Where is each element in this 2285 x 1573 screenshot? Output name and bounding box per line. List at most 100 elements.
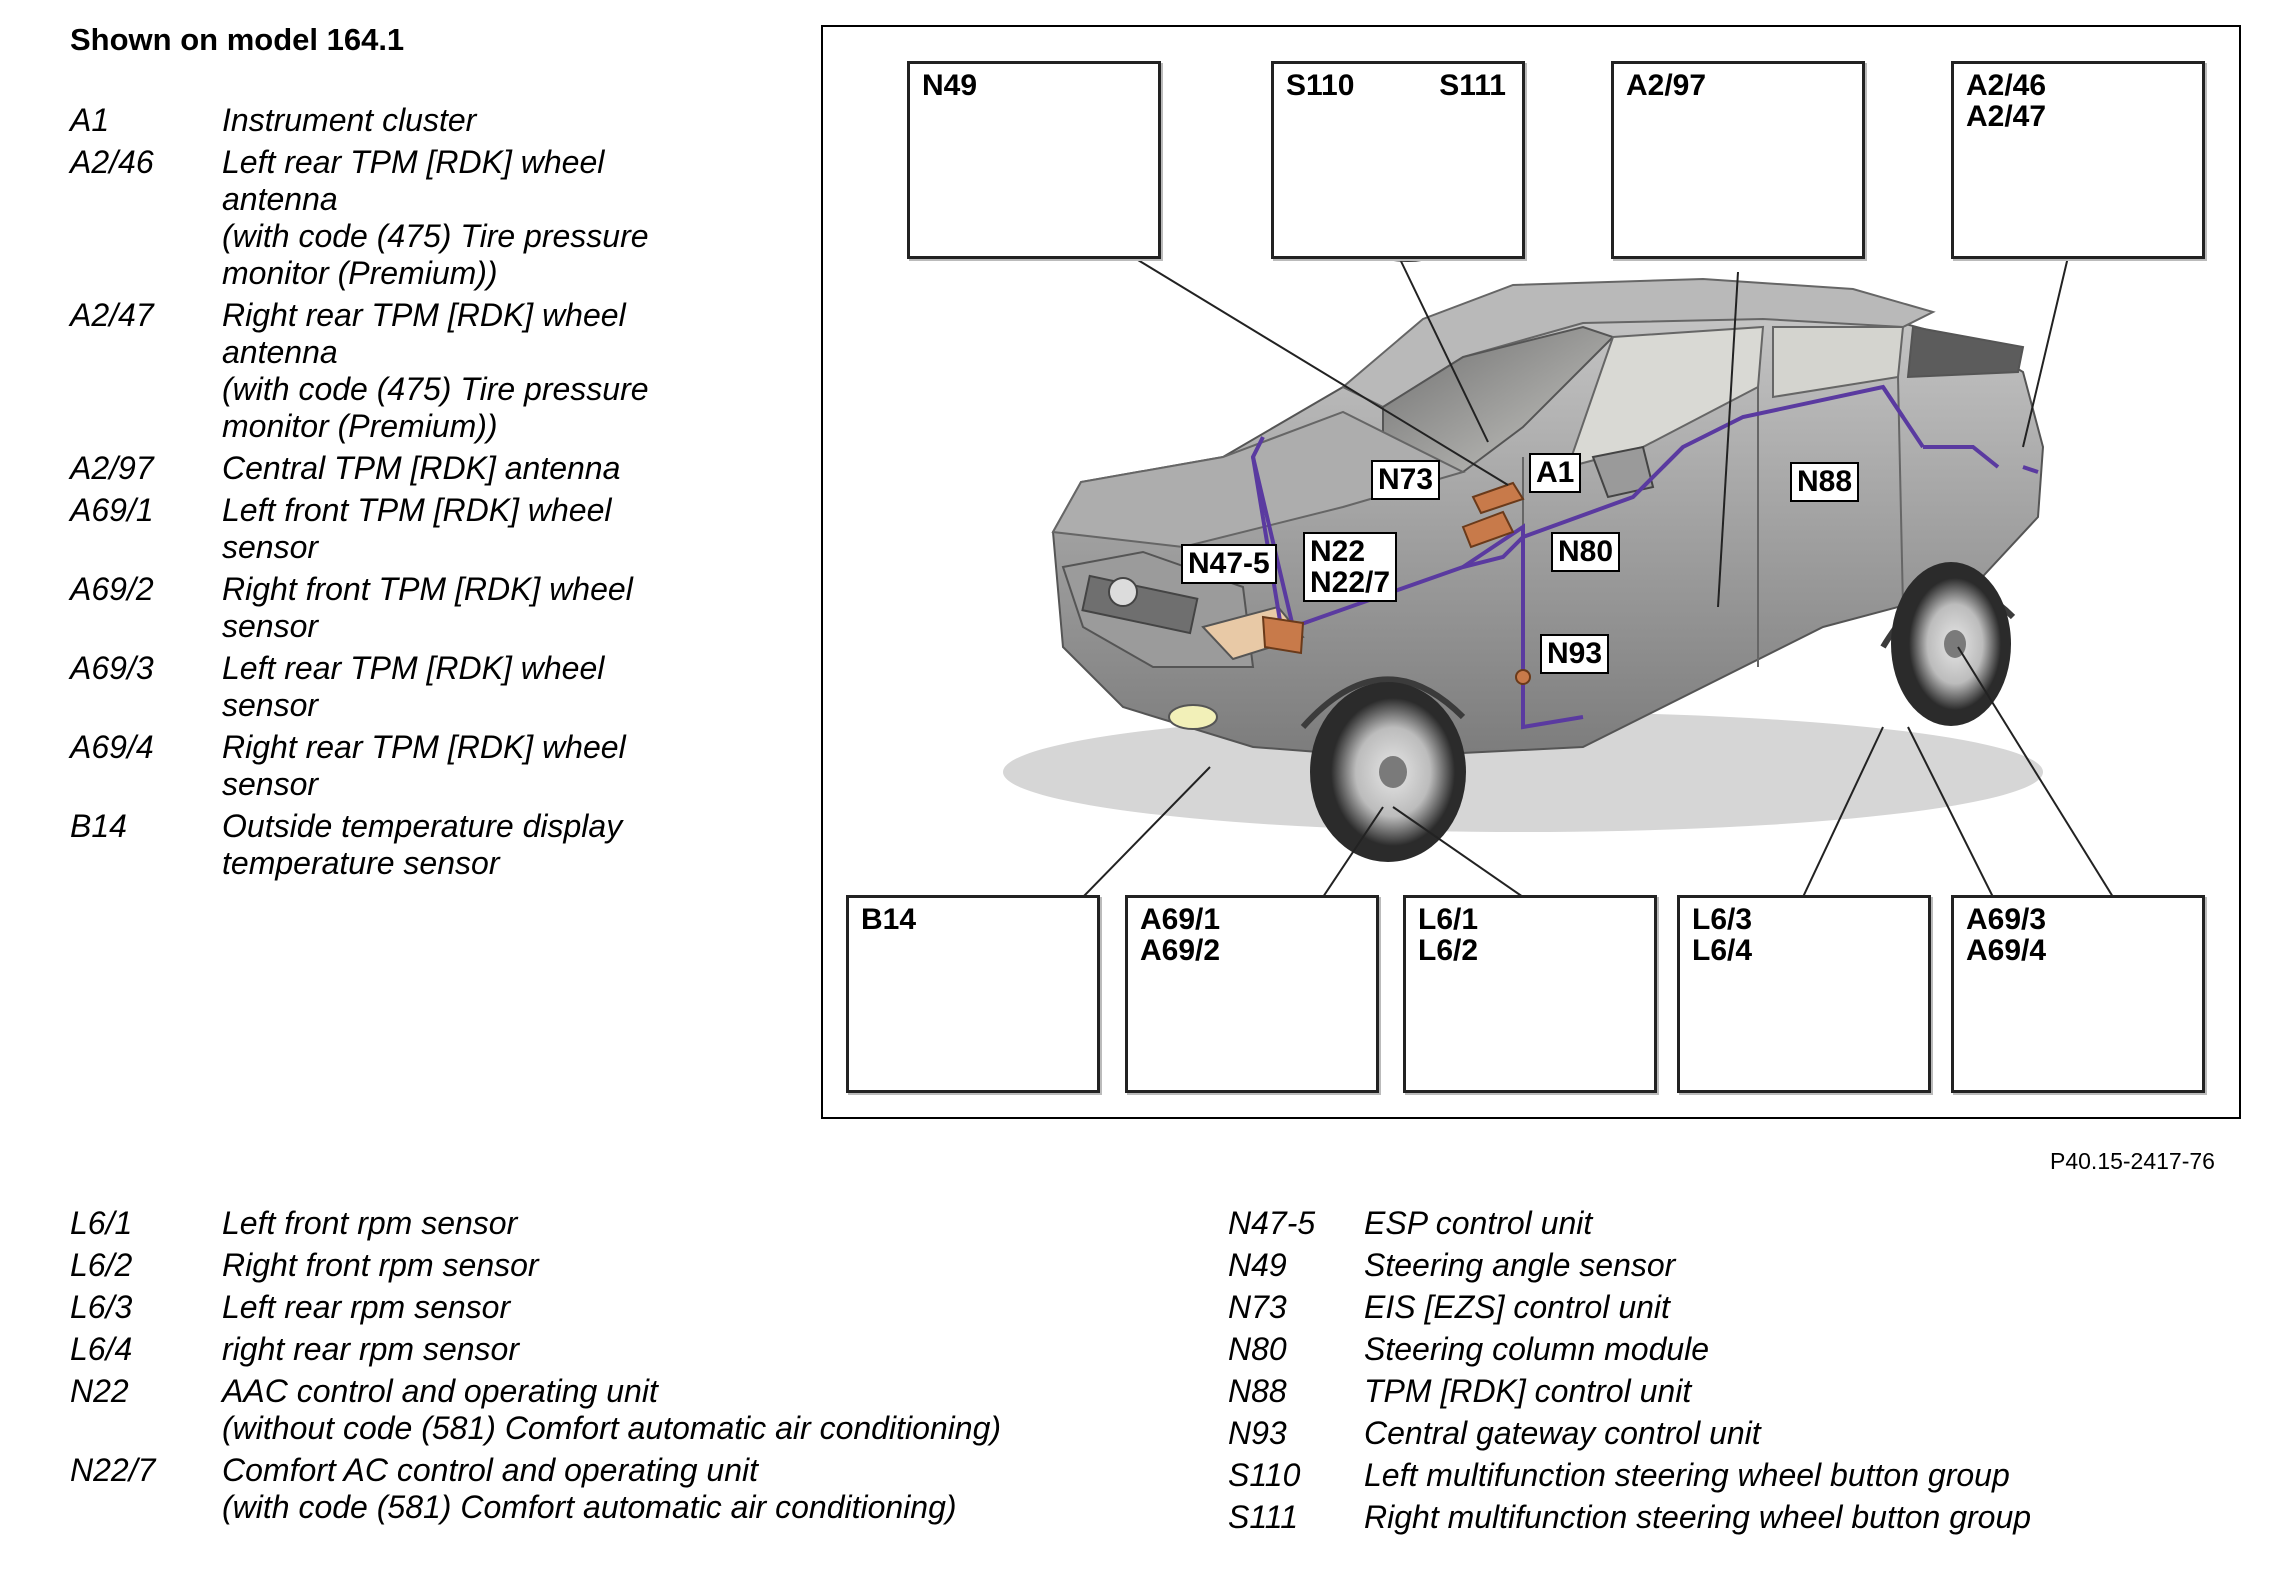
legend-item-code: L6/4 (70, 1331, 133, 1367)
figure-reference: P40.15-2417-76 (2050, 1148, 2215, 1174)
legend-item-row: L6/2 Right front rpm sensor (70, 1247, 1070, 1284)
legend-item-code: A69/3 (70, 650, 154, 686)
legend-item-code: N93 (1228, 1415, 1287, 1451)
legend-item-description-line: Steering angle sensor (1364, 1247, 1676, 1283)
legend-item-description: Left front rpm sensor (222, 1205, 1070, 1242)
legend-item-row: L6/4 right rear rpm sensor (70, 1331, 1070, 1368)
legend-item-code: L6/3 (70, 1289, 133, 1325)
legend-item-description-line: Right front TPM [RDK] wheel (222, 571, 633, 607)
label-l6-1: L6/1 (1418, 903, 1479, 936)
legend-item-code: N80 (1228, 1331, 1287, 1367)
legend-item-description: Right multifunction steering wheel butto… (1364, 1499, 2238, 1536)
legend-item-description-line: Right multifunction steering wheel butto… (1364, 1499, 2032, 1535)
box-b14: B14 (846, 895, 1100, 1093)
callout-n73: N73 (1371, 460, 1441, 500)
legend-item-description-line: antenna (222, 334, 338, 370)
legend-item-code: S110 (1228, 1457, 1301, 1493)
callout-n80: N80 (1551, 532, 1621, 572)
legend-item-code: A2/47 (70, 297, 154, 333)
legend-item-code: N47-5 (1228, 1205, 1316, 1241)
legend-item-description-line: (with code (475) Tire pressure (222, 371, 649, 407)
legend-item-row: N73 EIS [EZS] control unit (1228, 1289, 2238, 1326)
legend-item-description-line: Outside temperature display (222, 808, 623, 844)
box-label-l6-3-4: L6/3 L6/4 (1692, 904, 1752, 966)
box-label-b14: B14 (861, 904, 916, 935)
legend-item-code: N49 (1228, 1247, 1287, 1283)
rear-wheel (1891, 562, 2011, 726)
legend-item-description-line: Left rear rpm sensor (222, 1289, 511, 1325)
legend-item-description: AAC control and operating unit(without c… (222, 1373, 1070, 1447)
label-l6-2: L6/2 (1418, 934, 1479, 967)
box-l6-1-2: L6/1 L6/2 (1403, 895, 1657, 1093)
legend-item-code: B14 (70, 808, 127, 844)
legend-item-code: A2/97 (70, 450, 154, 486)
legend-item-row: N80 Steering column module (1228, 1331, 2238, 1368)
legend-item-row: S110 Left multifunction steering wheel bu… (1228, 1457, 2238, 1494)
box-label-n49: N49 (922, 70, 977, 101)
front-wheel (1310, 682, 1466, 862)
label-a2-46: A2/46 (1966, 69, 2047, 102)
legend-item-description: Left rear rpm sensor (222, 1289, 1070, 1326)
legend-item-code: L6/1 (70, 1205, 133, 1241)
label-a2-47: A2/47 (1966, 100, 2047, 133)
callout-a1: A1 (1529, 453, 1582, 493)
box-label-s111: S111 (1439, 69, 1506, 102)
legend-item-description: Right front rpm sensor (222, 1247, 1070, 1284)
label-a69-2: A69/2 (1140, 934, 1221, 967)
legend-item-description: right rear rpm sensor (222, 1331, 1070, 1368)
legend-item-code: A2/46 (70, 144, 154, 180)
box-label-a2-46-47: A2/46 A2/47 (1966, 70, 2046, 132)
legend-item-description-line: (without code (581) Comfort automatic ai… (222, 1410, 1002, 1446)
callout-n93: N93 (1540, 634, 1610, 674)
legend-item-description-line: AAC control and operating unit (222, 1373, 658, 1409)
legend-item-description: Comfort AC control and operating unit(wi… (222, 1452, 1070, 1526)
legend-item-description: EIS [EZS] control unit (1364, 1289, 2238, 1326)
box-a69-3-4: A69/3 A69/4 (1951, 895, 2205, 1093)
legend-item-description-line: temperature sensor (222, 845, 500, 881)
legend-item-description-line: Right rear TPM [RDK] wheel (222, 729, 626, 765)
legend-item-description: TPM [RDK] control unit (1364, 1373, 2238, 1410)
page-title: Shown on model 164.1 (70, 22, 405, 57)
legend-item-code: N73 (1228, 1289, 1287, 1325)
legend-item-description-line: sensor (222, 766, 319, 802)
legend-item-description-line: sensor (222, 608, 319, 644)
box-label-a69-3-4: A69/3 A69/4 (1966, 904, 2046, 966)
legend-item-description-line: antenna (222, 181, 338, 217)
box-label-l6-1-2: L6/1 L6/2 (1418, 904, 1478, 966)
legend-item-description: Left multifunction steering wheel button… (1364, 1457, 2238, 1494)
legend-item-description-line: monitor (Premium)) (222, 408, 498, 444)
legend-item-description-line: Left rear TPM [RDK] wheel (222, 144, 605, 180)
legend-item-description-line: Left multifunction steering wheel button… (1364, 1457, 2010, 1493)
legend-item-code: S111 (1228, 1499, 1298, 1535)
legend-item-description-line: right rear rpm sensor (222, 1331, 519, 1367)
label-a69-3: A69/3 (1966, 903, 2047, 936)
legend-item-code: L6/2 (70, 1247, 133, 1283)
label-l6-3: L6/3 (1692, 903, 1753, 936)
leader-lines (1082, 254, 2114, 898)
component-location-figure: N49 S110 S111 A2/97 A2/46 A2/47 B14 A69/… (821, 25, 2241, 1119)
box-s110-s111: S110 S111 (1271, 61, 1525, 259)
legend-item-description: Instrument cluster (222, 102, 710, 139)
legend-item-row: L6/3 Left rear rpm sensor (70, 1289, 1070, 1326)
label-l6-4: L6/4 (1692, 934, 1753, 967)
callout-n22: N22 N22/7 (1303, 532, 1398, 602)
legend-item-description: Steering column module (1364, 1331, 2238, 1368)
legend-item-description-line: Steering column module (1364, 1331, 1710, 1367)
